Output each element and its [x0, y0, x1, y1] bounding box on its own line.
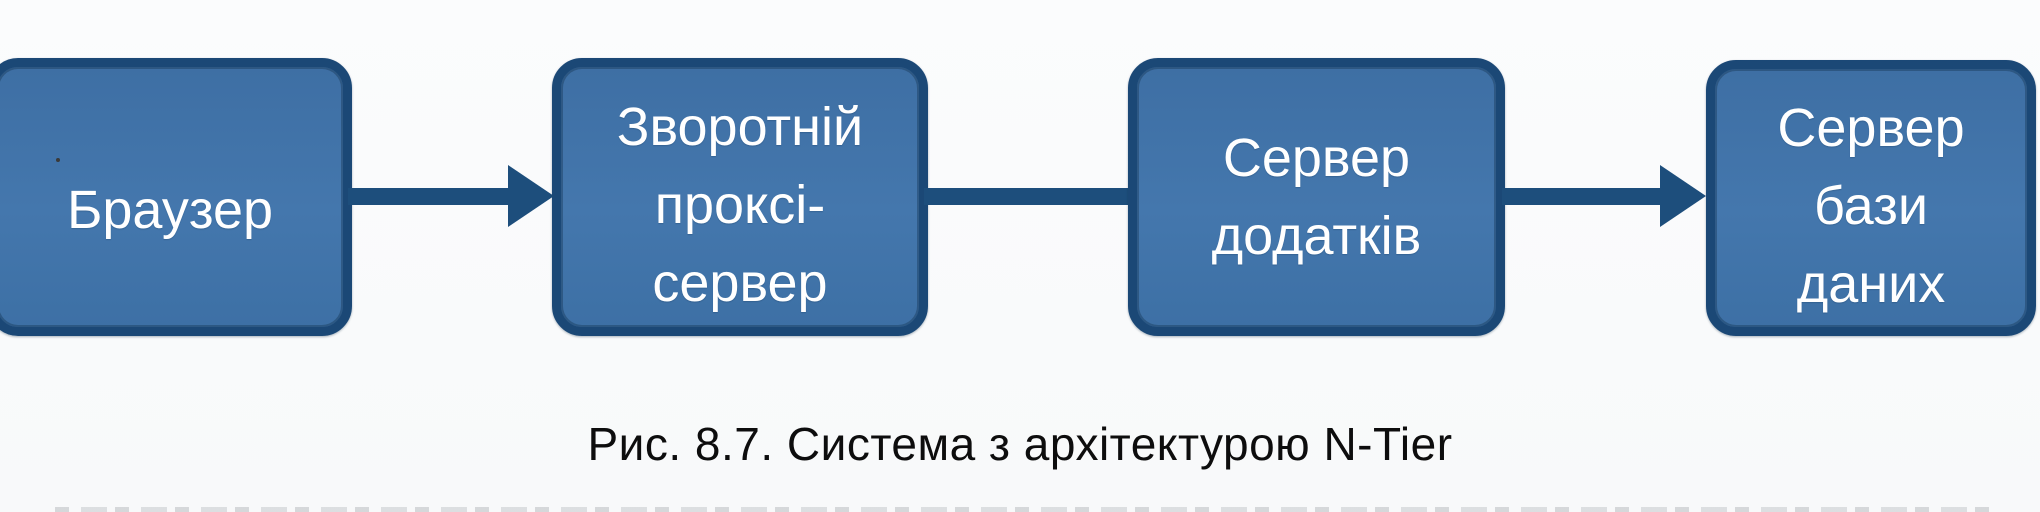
ink-speck [56, 158, 60, 162]
node-db-server-line-2: бази [1813, 176, 1929, 236]
node-browser: Браузер [0, 58, 352, 336]
node-app-server-line-1: Сервер [1222, 128, 1411, 188]
node-app-server: Сервер додатків [1128, 58, 1505, 336]
cutoff-next-line-strip [55, 507, 1990, 512]
node-db-server: Сервер бази даних [1706, 60, 2036, 336]
arrowhead-appserver-to-dbserver-icon [1660, 165, 1706, 227]
node-app-server-line-2: додатків [1211, 206, 1422, 266]
node-browser-label: Браузер [67, 171, 273, 249]
node-db-server-line-3: даних [1796, 254, 1946, 314]
node-reverse-proxy-line-2: проксі- [654, 175, 826, 235]
node-reverse-proxy-line-3: сервер [652, 253, 828, 313]
node-reverse-proxy-line-1: Зворотній [616, 97, 864, 157]
node-app-server-label: Сервер додатків [1212, 119, 1422, 275]
node-db-server-line-1: Сервер [1777, 98, 1965, 158]
figure-caption: Рис. 8.7. Система з архітектурою N-Tier [587, 418, 1453, 470]
connector-proxy-to-appserver [924, 188, 1132, 205]
connector-appserver-to-dbserver [1502, 188, 1662, 205]
node-db-server-label: Сервер бази даних [1777, 89, 1964, 323]
connector-browser-to-proxy [348, 188, 510, 205]
node-reverse-proxy-label: Зворотній проксі- сервер [617, 88, 863, 322]
node-reverse-proxy: Зворотній проксі- сервер [552, 58, 928, 336]
node-browser-line-1: Браузер [66, 180, 274, 240]
arrowhead-browser-to-proxy-icon [508, 165, 554, 227]
